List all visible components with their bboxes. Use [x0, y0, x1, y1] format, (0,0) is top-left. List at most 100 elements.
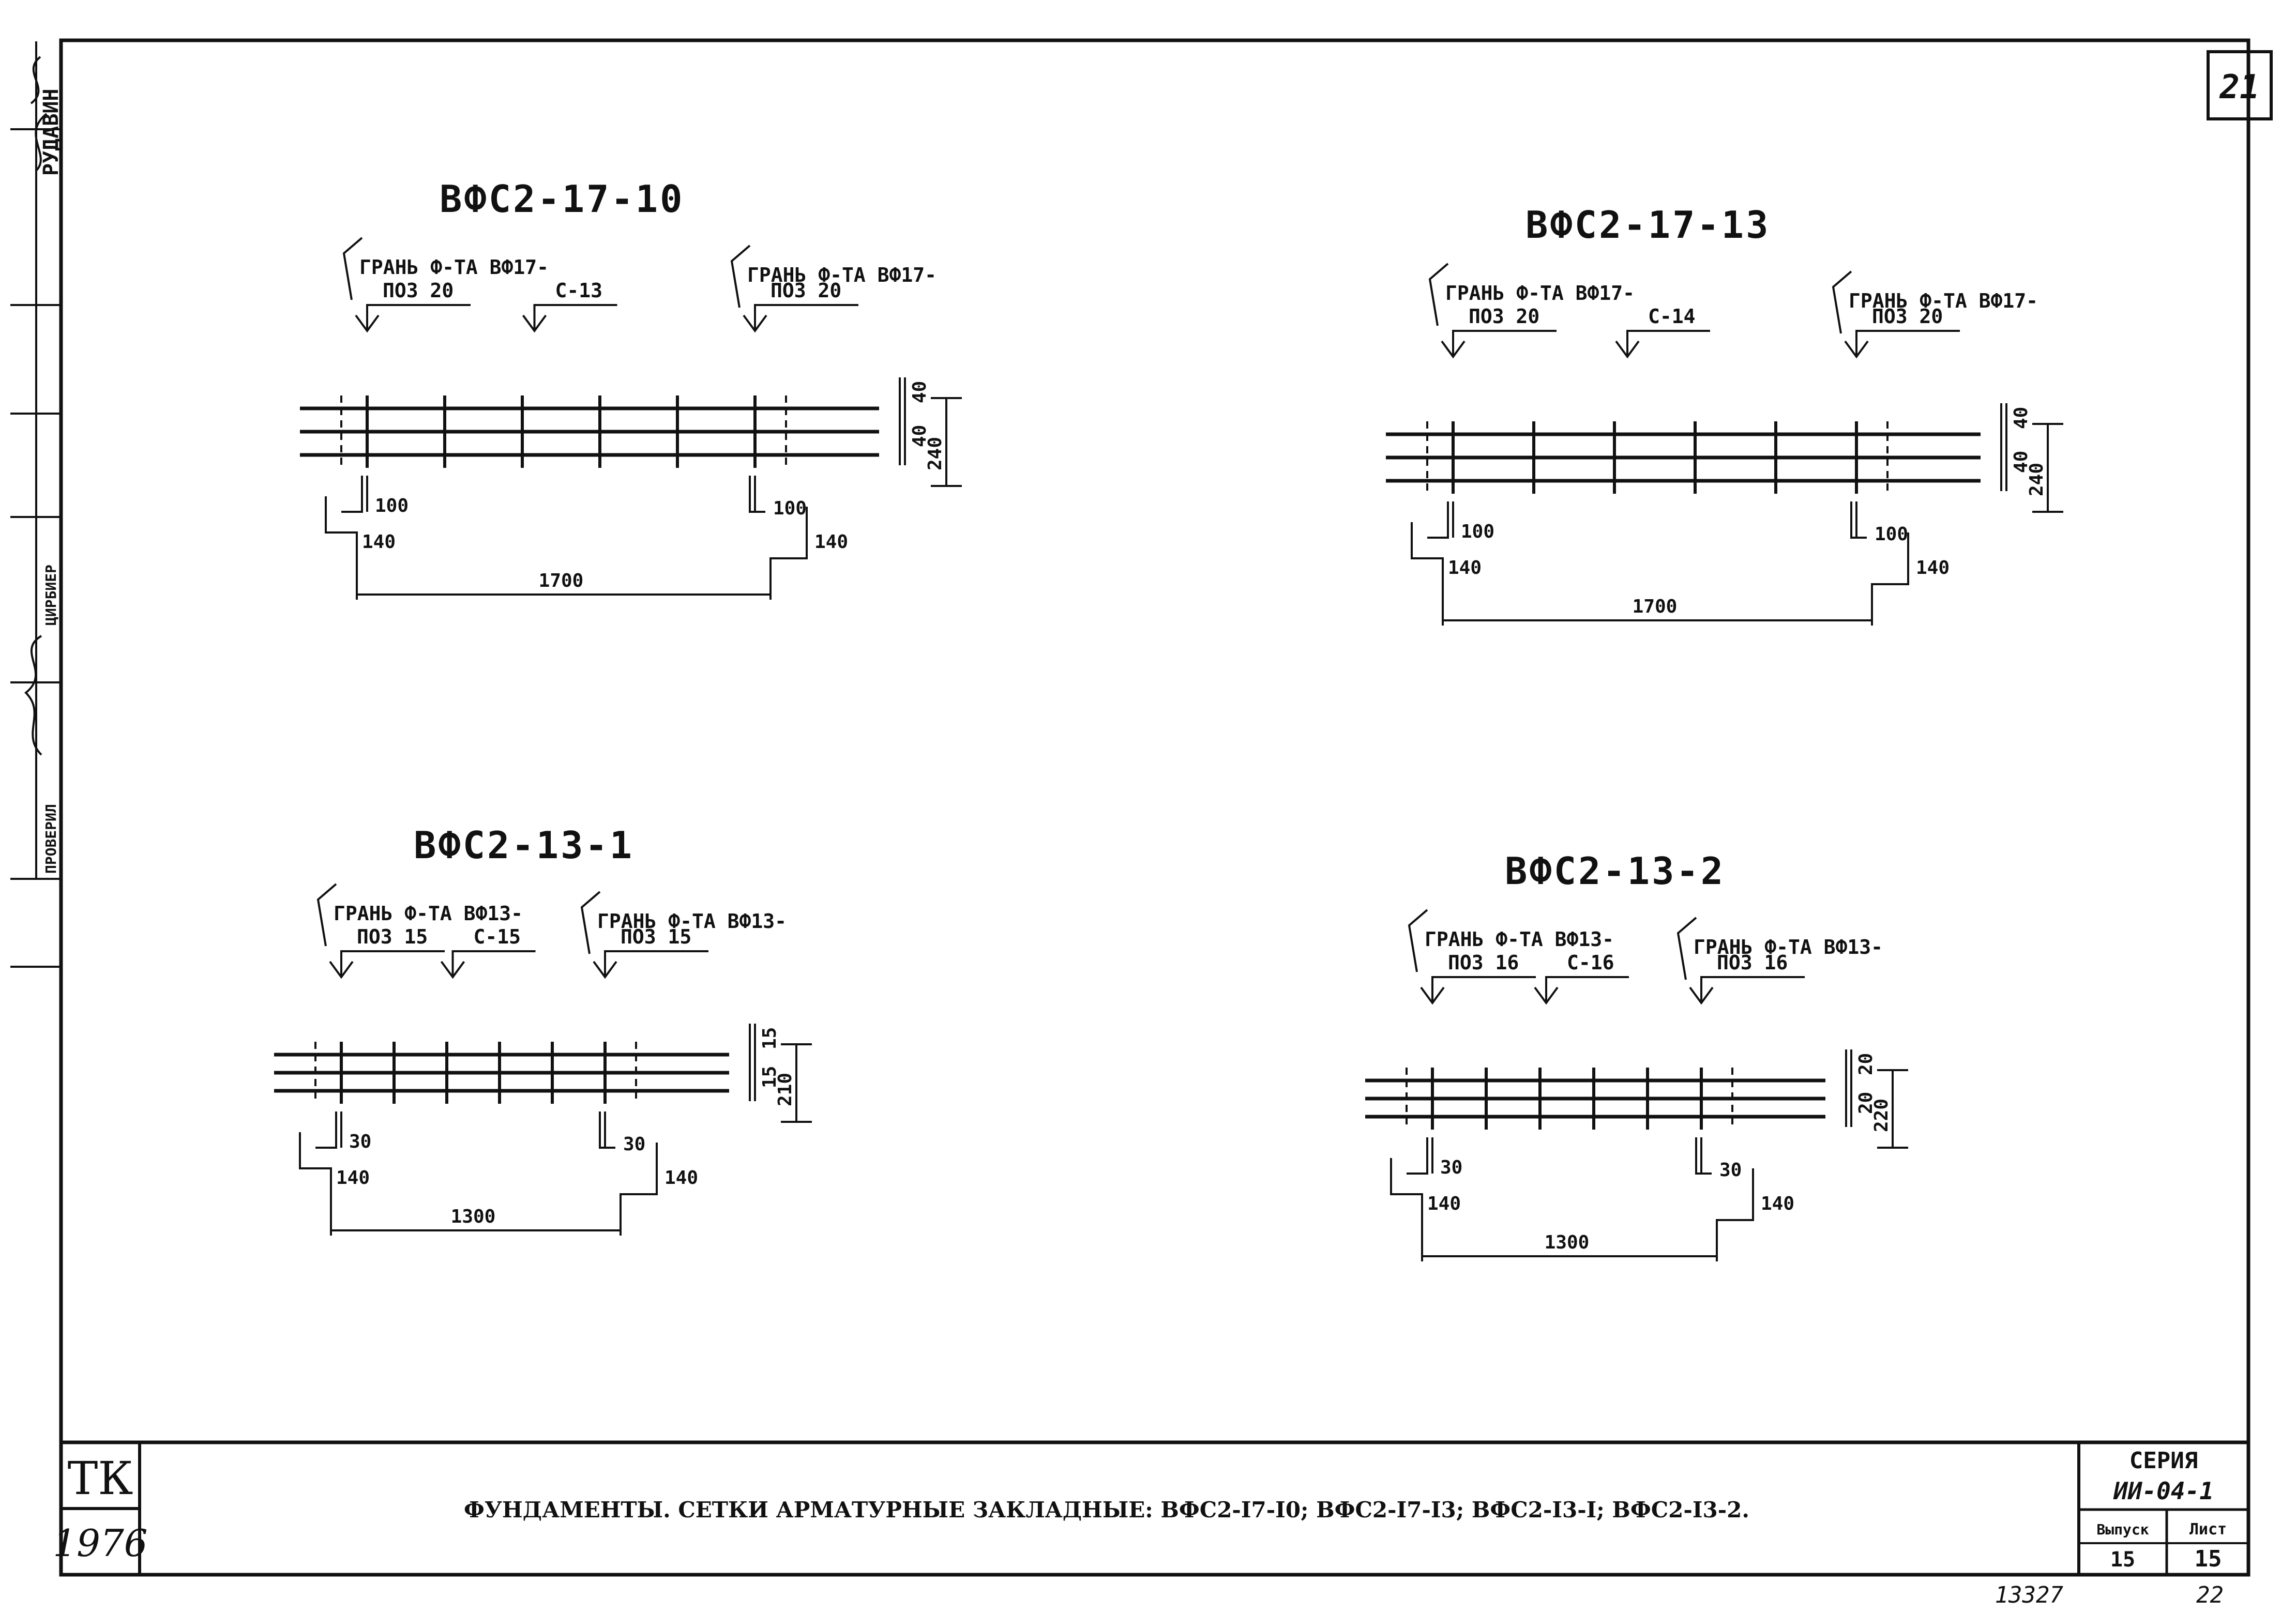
offset-right-b	[1871, 532, 1909, 615]
offset-right-b-label: 140	[1761, 1193, 1794, 1214]
length-label: 1300	[451, 1206, 496, 1227]
offset-right-a	[1850, 501, 1867, 539]
offset-right-b-label: 140	[814, 531, 848, 553]
offset-left-b	[1411, 522, 1444, 595]
view-title: ВФС2-13-1	[414, 824, 634, 867]
pos-label-right: ПОЗ 16	[1717, 951, 1788, 974]
footer-page: 22	[2196, 1582, 2224, 1608]
offset-left-a-label: 30	[349, 1131, 371, 1152]
view-title: ВФС2-17-10	[440, 177, 684, 221]
offset-right-b-label: 140	[664, 1167, 698, 1189]
dim-top: 40	[909, 381, 930, 403]
length-dim-line	[356, 553, 772, 600]
offset-right-b	[1716, 1168, 1754, 1251]
title-block: ТК 1976 ФУНДАМЕНТЫ. СЕТКИ АРМАТУРНЫЕ ЗАК…	[53, 1440, 2248, 1575]
offset-left-a	[341, 476, 363, 513]
mesh-label: С-14	[1648, 305, 1696, 328]
dim-mid: 40	[909, 425, 930, 447]
face-label-left: ГРАНЬ Ф-ТА ВФ13-	[334, 902, 523, 925]
offset-right-a-label: 30	[1719, 1160, 1742, 1181]
dim-mid: 15	[759, 1066, 780, 1088]
arrow-right	[1689, 986, 1714, 1005]
face-leader-right	[730, 245, 751, 308]
offset-right-a	[749, 476, 765, 513]
arrow-mesh	[1534, 986, 1559, 1005]
dim-line-total	[2032, 423, 2063, 513]
issue-label: Выпуск	[2096, 1521, 2149, 1538]
mesh-label: С-16	[1567, 951, 1614, 974]
offset-left-a	[315, 1111, 337, 1149]
offset-right-a-label: 100	[773, 498, 807, 519]
offset-right-b	[620, 1143, 658, 1225]
sheet-caption: ФУНДАМЕНТЫ. СЕТКИ АРМАТУРНЫЕ ЗАКЛАДНЫЕ: …	[464, 1497, 1749, 1522]
arrow-left	[1420, 986, 1445, 1005]
org-code: ТК	[68, 1452, 133, 1505]
face-leader-left	[1428, 263, 1449, 326]
length-label: 1700	[1633, 596, 1678, 617]
pos-leader-right	[754, 304, 858, 331]
mesh-leader	[1545, 976, 1629, 1003]
face-label-left: ГРАНЬ Ф-ТА ВФ13-	[1425, 928, 1614, 951]
dim-top: 20	[1855, 1053, 1877, 1075]
mesh-label: С-13	[555, 279, 603, 302]
mesh-label: С-15	[474, 925, 521, 948]
sheet-number: 21	[2219, 68, 2259, 106]
pos-leader-left	[340, 950, 445, 977]
offset-left-a	[1427, 501, 1449, 539]
length-label: 1700	[539, 570, 584, 591]
sheet-value: 15	[2195, 1546, 2222, 1572]
pos-leader-right	[1855, 330, 1960, 357]
inventory-number: 13327	[1995, 1582, 2064, 1608]
side-stamp: РУДАВИН ЦИРБИЕР ПРОВЕРИЛ	[10, 41, 63, 968]
pos-label-left: ПОЗ 15	[357, 925, 428, 948]
arrow-right	[593, 961, 617, 979]
offset-left-a-label: 100	[1461, 521, 1494, 542]
face-label-left: ГРАНЬ Ф-ТА ВФ17-	[359, 256, 549, 279]
dim-total-height: 240	[2026, 463, 2047, 496]
pos-leader-left	[366, 304, 471, 331]
face-leader-right	[580, 891, 601, 954]
face-label-right: ГРАНЬ Ф-ТА ВФ13-	[597, 910, 787, 933]
signature-middle	[24, 635, 42, 756]
arrow-mesh	[522, 314, 547, 333]
face-label-right: ГРАНЬ Ф-ТА ВФ17-	[747, 264, 936, 286]
dim-top: 40	[2011, 407, 2032, 429]
offset-right-a-label: 30	[623, 1134, 645, 1155]
mesh-leader	[1626, 330, 1710, 357]
dim-total-height: 240	[925, 437, 946, 470]
signature-top	[30, 56, 48, 172]
face-leader-left	[342, 237, 363, 300]
dim-total-height: 220	[1871, 1099, 1892, 1132]
series-label: СЕРИЯ	[2129, 1448, 2198, 1474]
length-dim-line	[1421, 1215, 1718, 1261]
length-dim-line	[330, 1189, 622, 1236]
dim-mid: 20	[1855, 1092, 1877, 1114]
stamp-top-name: РУДАВИН	[39, 88, 63, 176]
issue-value: 15	[2110, 1548, 2135, 1572]
pos-leader-left	[1452, 330, 1557, 357]
mesh-leader	[451, 950, 536, 977]
length-label: 1300	[1545, 1232, 1590, 1253]
face-label-left: ГРАНЬ Ф-ТА ВФ17-	[1445, 282, 1635, 304]
offset-left-b	[325, 496, 358, 569]
face-label-right: ГРАНЬ Ф-ТА ВФ13-	[1694, 936, 1883, 958]
stamp-bottom-name: ПРОВЕРИЛ	[42, 804, 59, 874]
pos-label-right: ПОЗ 15	[621, 925, 691, 948]
offset-left-b	[299, 1132, 332, 1205]
offset-left-a	[1407, 1137, 1428, 1175]
offset-left-b-label: 140	[362, 531, 396, 553]
pos-label-left: ПОЗ 20	[1469, 305, 1539, 328]
offset-right-b-label: 140	[1916, 557, 1950, 578]
pos-label-right: ПОЗ 20	[1872, 305, 1943, 328]
year: 1976	[53, 1521, 147, 1565]
pos-label-left: ПОЗ 20	[383, 279, 454, 302]
offset-left-b-label: 140	[1448, 557, 1482, 578]
offset-left-b	[1390, 1158, 1423, 1230]
sheet-number-box	[2207, 50, 2273, 120]
offset-left-b-label: 140	[336, 1167, 370, 1189]
dim-line-total	[781, 1043, 812, 1123]
